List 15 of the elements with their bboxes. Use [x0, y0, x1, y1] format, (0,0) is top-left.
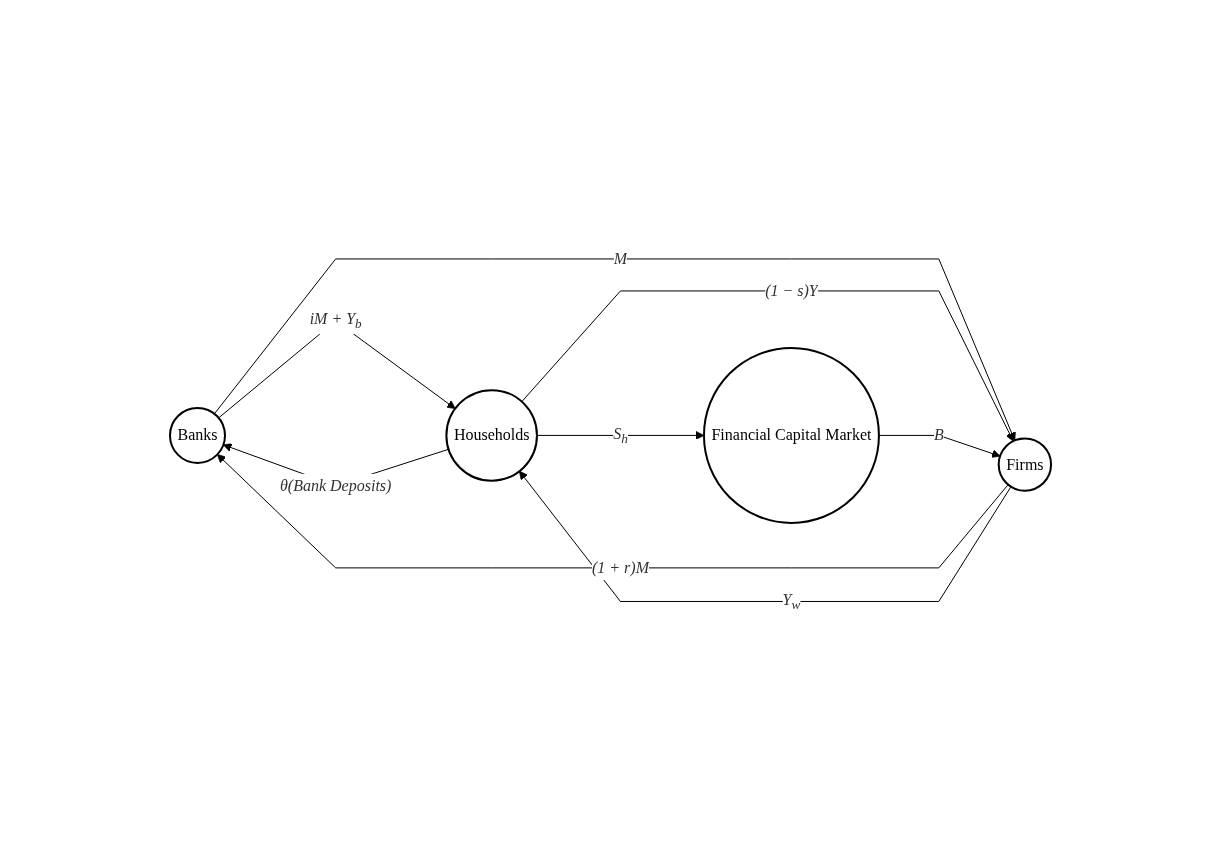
- arrow: [521, 290, 1015, 442]
- arrow: [519, 470, 1012, 602]
- arrow: [214, 258, 1017, 441]
- edge-label: B: [934, 426, 945, 444]
- edge-label: S$_{h}$: [613, 424, 629, 447]
- node-circle: Firms: [998, 437, 1053, 492]
- node-circle: Banks: [169, 406, 227, 464]
- edge-label: (1 + r)M: [592, 558, 650, 576]
- edge-label: Y$_{w}$: [783, 590, 801, 613]
- arrow: [217, 454, 1010, 569]
- edge-label: θ(Bank Deposits): [280, 476, 392, 494]
- edge-label: iM + Y$_{b}$: [310, 310, 363, 332]
- edge-label: M: [614, 249, 628, 267]
- node-circle: Households: [445, 389, 539, 482]
- node-circle: Financial Capital Market: [703, 346, 881, 524]
